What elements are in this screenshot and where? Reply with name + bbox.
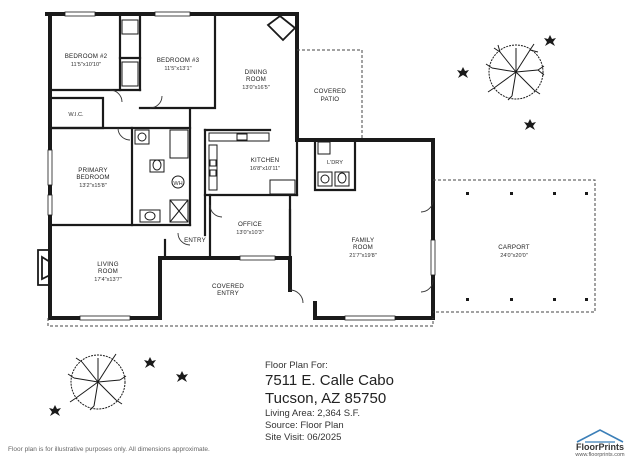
brand-name: FloorPrints: [575, 442, 624, 452]
info-site-visit: Site Visit: 06/2025: [265, 432, 342, 443]
label-family: FAMILY: [352, 237, 375, 244]
interior-walls: [48, 12, 357, 260]
floor-plan-info: Floor Plan For: 7511 E. Calle Cabo Tucso…: [265, 360, 485, 444]
dims-dining: 13'0"x16'5": [242, 85, 270, 91]
fireplace-dining: [266, 14, 297, 42]
dims-primary: 13'2"x15'8": [79, 183, 107, 189]
laundry-fixtures: [317, 141, 350, 187]
info-address-line1: 7511 E. Calle Cabo: [265, 372, 394, 389]
house-logo-icon: [576, 429, 624, 443]
windows: [47, 11, 436, 321]
covered-patio-outline: [297, 49, 363, 138]
covered-entry-outline: [47, 318, 434, 327]
shrubs: [49, 35, 556, 416]
label-office: OFFICE: [238, 221, 262, 228]
dims-living: 17'4"x13'7": [94, 277, 122, 283]
label-covered-entry: COVERED: [212, 283, 244, 290]
label-wic: W.I.C.: [68, 112, 84, 118]
label-patio: COVERED: [314, 88, 346, 95]
label-entry: ENTRY: [184, 237, 206, 244]
info-living-area: Living Area: 2,364 S.F.: [265, 408, 361, 419]
carport-posts: [466, 192, 588, 301]
label-living-2: ROOM: [98, 268, 118, 275]
dims-carport: 24'0"x20'0": [500, 253, 528, 259]
brand-logo: FloorPrints www.floorprints.com: [565, 428, 635, 458]
door-swings: [109, 89, 434, 304]
label-wh: WH: [173, 181, 182, 187]
label-kitchen: KITCHEN: [251, 157, 280, 164]
label-primary: PRIMARY: [78, 167, 107, 174]
label-bedroom2: BEDROOM #2: [65, 53, 108, 60]
label-dining-2: ROOM: [246, 76, 266, 83]
label-living: LIVING: [97, 261, 119, 268]
label-laundry: L'DRY: [327, 160, 343, 166]
label-bedroom3: BEDROOM #3: [157, 57, 200, 64]
dims-family: 21'7"x19'8": [349, 253, 377, 259]
info-heading: Floor Plan For:: [265, 360, 328, 371]
fireplace-living: [37, 249, 51, 286]
dims-bedroom3: 11'5"x13'1": [164, 66, 191, 72]
label-dining: DINING: [245, 69, 268, 76]
info-source: Source: Floor Plan: [265, 420, 344, 431]
label-patio-2: PATIO: [321, 96, 340, 103]
carport-outline: [433, 179, 596, 313]
label-family-2: ROOM: [353, 244, 373, 251]
label-carport: CARPORT: [498, 244, 530, 251]
brand-url: www.floorprints.com: [575, 452, 625, 458]
tree-large-left: [67, 353, 127, 411]
label-covered-entry-2: ENTRY: [217, 290, 239, 297]
dims-bedroom2: 11'5"x10'10": [71, 62, 101, 68]
tree-large-right: [485, 43, 545, 101]
dims-office: 13'0"x10'3": [236, 230, 264, 236]
bath-fixtures: [121, 19, 189, 223]
room-labels: BEDROOM #2 11'5"x10'10" BEDROOM #3 11'5"…: [65, 53, 530, 297]
dims-kitchen: 16'8"x10'11": [250, 166, 280, 172]
label-primary-2: BEDROOM: [76, 174, 109, 181]
info-address-line2: Tucson, AZ 85750: [265, 390, 387, 407]
disclaimer: Floor plan is for illustrative purposes …: [8, 446, 210, 453]
kitchen-fixtures: [208, 132, 296, 195]
